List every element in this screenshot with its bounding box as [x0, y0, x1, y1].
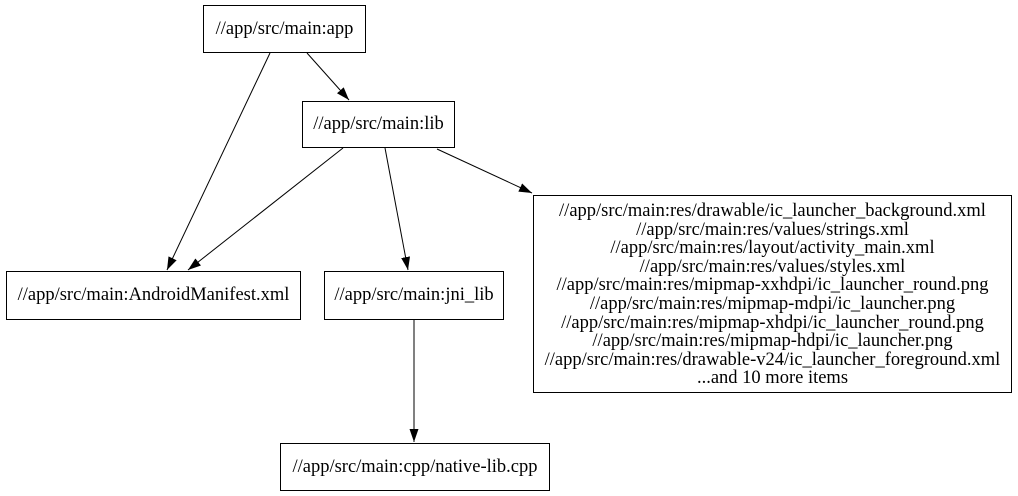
node-native-lib-cpp-label: //app/src/main:cpp/native-lib.cpp: [292, 456, 538, 477]
node-android-manifest: //app/src/main:AndroidManifest.xml: [6, 271, 301, 320]
res-item-label: //app/src/main:res/mipmap-xhdpi/ic_launc…: [561, 312, 984, 333]
edge-lib-to-res-group: [436, 148, 533, 194]
node-app: //app/src/main:app: [203, 5, 366, 53]
res-item-label: //app/src/main:res/drawable/ic_launcher_…: [559, 201, 986, 221]
node-lib-label: //app/src/main:lib: [313, 114, 444, 134]
res-item-label: //app/src/main:res/drawable-v24/ic_launc…: [544, 349, 1001, 370]
edge-app-to-manifest: [166, 52, 271, 271]
node-native-lib-cpp: //app/src/main:cpp/native-lib.cpp: [280, 443, 550, 491]
node-jni-lib: //app/src/main:jni_lib: [324, 271, 504, 320]
res-more-items-label: ...and 10 more items: [696, 368, 849, 389]
res-item-label: //app/src/main:res/mipmap-hdpi/ic_launch…: [592, 331, 953, 352]
res-item-label: //app/src/main:res/mipmap-mdpi/ic_launch…: [589, 293, 956, 314]
res-item-label: //app/src/main:res/values/styles.xml: [639, 256, 906, 277]
node-lib: //app/src/main:lib: [302, 101, 455, 148]
res-item-label: //app/src/main:res/mipmap-xxhdpi/ic_laun…: [556, 275, 989, 296]
node-android-manifest-label: //app/src/main:AndroidManifest.xml: [17, 285, 290, 305]
node-app-label: //app/src/main:app: [215, 18, 354, 39]
edge-lib-to-jni-lib: [384, 147, 411, 271]
node-res-group: //app/src/main:res/drawable/ic_launcher_…: [533, 195, 1012, 393]
edge-lib-to-manifest: [187, 147, 344, 271]
res-item-label: //app/src/main:res/layout/activity_main.…: [610, 238, 935, 259]
res-item-label: //app/src/main:res/values/strings.xml: [636, 219, 909, 240]
edge-app-to-lib: [306, 52, 350, 101]
node-jni-lib-label: //app/src/main:jni_lib: [334, 285, 494, 305]
